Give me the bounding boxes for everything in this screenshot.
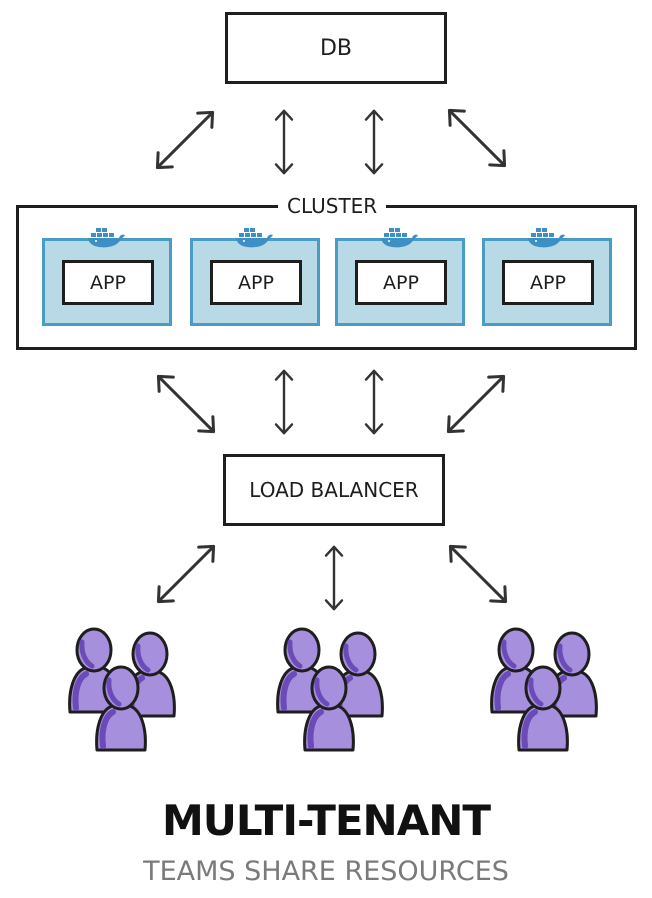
arrow-lb-tenant-1	[149, 537, 223, 611]
users-group-icon	[66, 622, 182, 762]
app-container-2: APP	[190, 238, 320, 326]
app-label-box: APP	[355, 260, 447, 305]
arrow-db-cluster-3	[364, 109, 384, 175]
arrow-cluster-lb-1	[149, 367, 223, 441]
arrow-lb-tenant-3	[441, 537, 515, 611]
docker-whale-icon	[528, 228, 565, 248]
users-group-icon	[274, 622, 390, 762]
docker-whale-icon	[236, 228, 273, 248]
diagram-subtitle: TEAMS SHARE RESOURCES	[143, 856, 509, 887]
load-balancer-node: LOAD BALANCER	[223, 454, 445, 526]
app-label-box: APP	[502, 260, 594, 305]
app-label: APP	[530, 271, 566, 294]
db-label: DB	[319, 35, 353, 61]
app-container-3: APP	[335, 238, 465, 326]
arrow-db-cluster-2	[274, 109, 294, 175]
docker-whale-icon	[381, 228, 418, 248]
arrow-lb-tenant-2	[324, 545, 344, 611]
arrow-cluster-lb-3	[364, 369, 384, 435]
app-label-box: APP	[210, 260, 302, 305]
app-label: APP	[383, 271, 419, 294]
app-label-box: APP	[62, 260, 154, 305]
docker-whale-icon	[88, 228, 125, 248]
arrow-cluster-lb-4	[439, 367, 513, 441]
arrow-db-cluster-1	[148, 103, 222, 177]
app-label: APP	[90, 271, 126, 294]
users-group-icon	[488, 622, 604, 762]
db-node: DB	[225, 12, 447, 84]
app-container-4: APP	[482, 238, 612, 326]
app-label: APP	[238, 271, 274, 294]
load-balancer-label: LOAD BALANCER	[249, 478, 419, 502]
arrow-cluster-lb-2	[274, 369, 294, 435]
diagram-title: MULTI-TENANT	[161, 796, 491, 845]
app-container-1: APP	[42, 238, 172, 326]
cluster-label: CLUSTER	[278, 194, 387, 218]
arrow-db-cluster-4	[440, 101, 514, 175]
